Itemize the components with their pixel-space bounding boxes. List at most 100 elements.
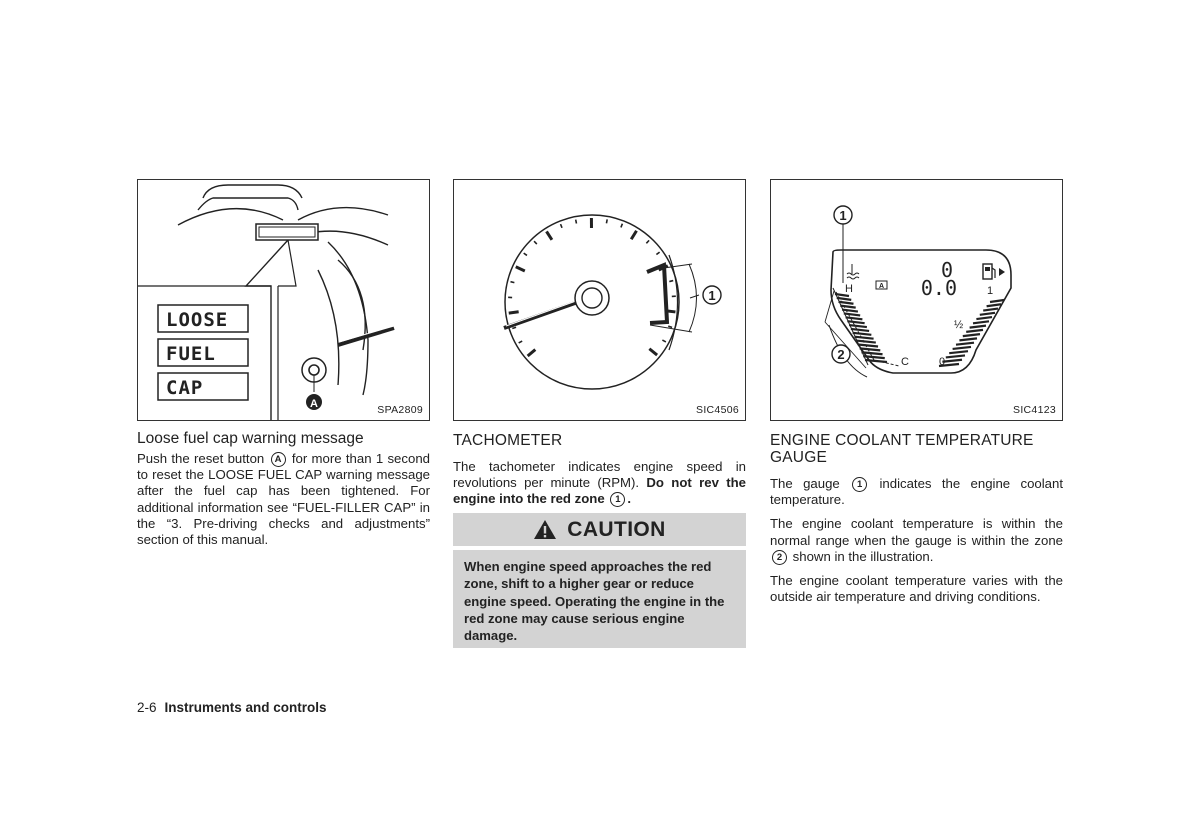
fuel-bar [979, 311, 996, 316]
gauge-c-label: C [901, 356, 909, 368]
tach-tick [648, 347, 659, 357]
temp-bar [841, 308, 859, 313]
fuel-empty-label: 0 [939, 356, 945, 368]
fuel-bar [955, 341, 975, 346]
fuel-full-label: 1 [987, 285, 993, 297]
temp-bar [848, 323, 868, 329]
tach-tick [518, 340, 523, 344]
gauge-h-label: H [845, 283, 853, 295]
paragraph: Push the reset button A for more than 1 … [137, 451, 430, 548]
temp-bar [838, 300, 854, 305]
tach-tick [574, 219, 578, 224]
figure-loose-fuel-cap: LOOSE FUEL CAP A SPA2809 [137, 179, 430, 421]
temp-bar [852, 331, 872, 336]
callout-1: 1 [708, 288, 715, 303]
lcd-line-3: CAP [166, 377, 203, 399]
callout-2: 2 [837, 347, 844, 362]
temp-bar [856, 339, 876, 344]
right-column: ENGINE COOLANT TEMPERATURE GAUGE The gau… [770, 432, 1063, 613]
fuel-bar [942, 358, 963, 363]
callout-a: A [310, 398, 318, 410]
fuel-bar [983, 307, 999, 312]
paragraph: The gauge 1 indicates the engine coolant… [770, 476, 1063, 508]
footer-section: Instruments and controls [164, 700, 327, 715]
paragraph: The tachometer indicates engine speed in… [453, 459, 746, 508]
tach-tick [545, 230, 554, 241]
temp-bar [857, 343, 879, 348]
fuel-bar [959, 337, 978, 342]
fuel-bar [945, 354, 966, 359]
tach-tick [533, 240, 538, 245]
text: The tachometer indicates engine speed in… [453, 459, 746, 491]
text: indicates the engine coolant temperature… [770, 476, 1064, 508]
paragraph: The engine coolant temperature varies wi… [770, 573, 1063, 605]
figure-coolant-gauge: H C A 0 0.0 1 ½ 0 1 2 SIC4123 [770, 179, 1063, 421]
tach-tick [669, 279, 674, 283]
temp-bar [845, 316, 863, 321]
temp-bar [863, 355, 885, 360]
tach-tick [510, 280, 515, 284]
paragraph: The engine coolant temperature is within… [770, 516, 1063, 565]
odometer-top: 0 [941, 258, 953, 282]
caution-box: CAUTION When engine speed approaches the… [453, 513, 746, 649]
temp-bar [850, 327, 870, 333]
fuel-bar [969, 324, 987, 329]
temp-bar [864, 358, 888, 364]
tachometer-illustration: 1 [503, 214, 722, 390]
callout-1: 1 [839, 208, 846, 223]
figure-code: SPA2809 [377, 404, 423, 416]
lcd-line-2: FUEL [166, 343, 216, 365]
fuel-bar [972, 320, 990, 325]
tach-tick [629, 229, 638, 241]
fuel-bar [952, 345, 972, 351]
fuel-bar [966, 328, 984, 333]
section-heading: ENGINE COOLANT TEMPERATURE GAUGE [770, 432, 1034, 466]
fuel-bar [962, 333, 981, 338]
fuel-half-label: ½ [954, 319, 963, 331]
caution-header: CAUTION [453, 513, 746, 550]
tach-tick [508, 310, 519, 315]
tach-tick [655, 251, 661, 256]
temp-bar [843, 312, 861, 317]
middle-column: TACHOMETER The tachometer indicates engi… [453, 432, 746, 516]
tach-tick [661, 339, 667, 343]
odometer-main: 0.0 [921, 276, 957, 300]
fuel-bar [986, 303, 1002, 308]
tach-tick [559, 223, 563, 229]
caution-title: CAUTION [567, 517, 666, 541]
temp-bar [854, 335, 874, 340]
callout-ref: 1 [610, 492, 626, 508]
callout-ref: A [270, 452, 286, 467]
mode-badge: A [879, 283, 884, 290]
caution-text: When engine speed approaches the red zon… [464, 559, 725, 644]
callout-ref: 1 [852, 477, 868, 492]
fuel-bar [949, 350, 969, 355]
tach-tick [645, 239, 650, 244]
text: shown in the illustration. [792, 548, 934, 564]
tach-tick [526, 348, 537, 358]
lcd-line-1: LOOSE [166, 309, 228, 331]
section-heading: Loose fuel cap warning message [137, 430, 364, 447]
instrument-cluster-illustration: LOOSE FUEL CAP A [138, 184, 395, 420]
temp-bar [847, 320, 865, 325]
tach-tick [668, 325, 673, 329]
text: The engine coolant temperature is within… [770, 516, 1063, 548]
bold-text: Do not rev the engine into the red zone [453, 475, 746, 507]
coolant-temp-icon [846, 264, 860, 280]
tach-tick [605, 219, 608, 224]
text: for more than 1 second to reset the LOOS… [137, 451, 430, 548]
tach-tick [620, 223, 624, 228]
figure-tachometer: 1 SIC4506 [453, 179, 746, 421]
callout-ref: 2 [772, 549, 787, 565]
section-heading: TACHOMETER [453, 432, 563, 449]
tach-tick [512, 326, 517, 330]
left-column: Loose fuel cap warning message Push the … [137, 430, 430, 556]
temp-bar [861, 351, 883, 356]
figure-code: SIC4506 [696, 404, 739, 416]
tach-tick [523, 252, 528, 257]
coolant-gauge-illustration: H C A 0 0.0 1 ½ 0 1 2 [824, 205, 1012, 378]
temp-bar [840, 304, 856, 309]
fuel-bar [976, 315, 993, 321]
warning-triangle-icon [534, 520, 557, 539]
punctuation: . [627, 491, 632, 507]
